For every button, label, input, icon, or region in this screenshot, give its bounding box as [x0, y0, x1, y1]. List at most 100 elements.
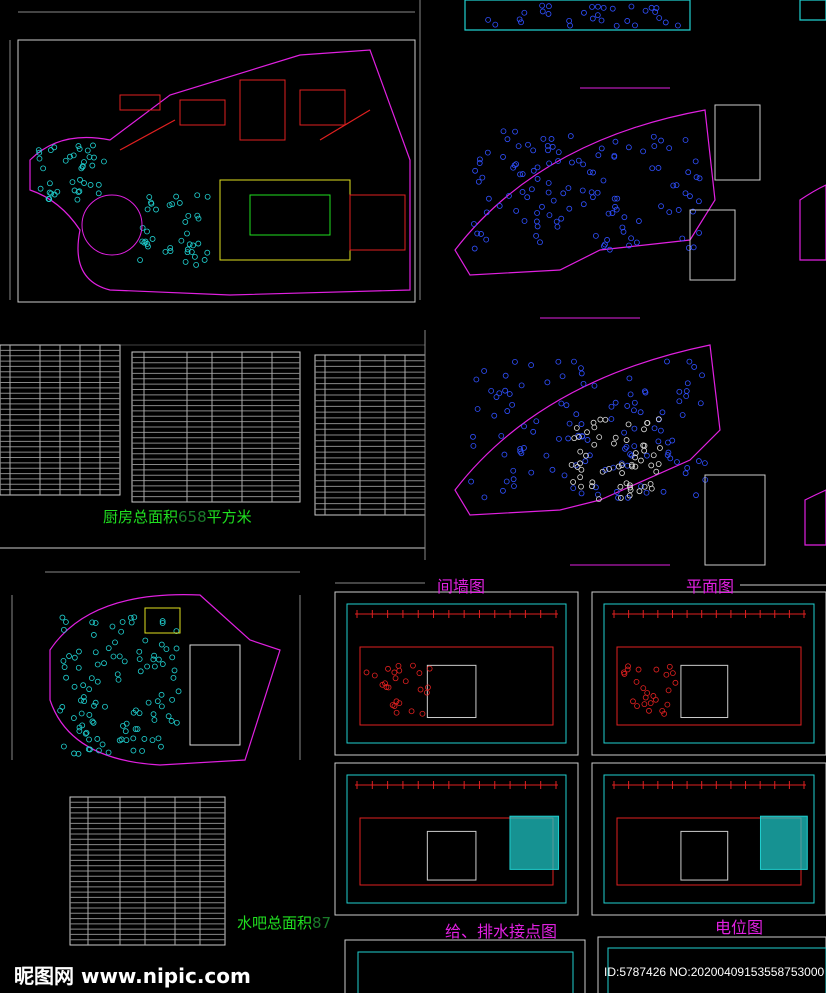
arc-seating — [529, 187, 534, 192]
arc-seating — [593, 233, 598, 238]
bar-seating — [102, 661, 107, 666]
seating — [196, 241, 201, 246]
arc-seating — [482, 368, 487, 373]
bar-seating — [93, 620, 98, 625]
equipment-labels — [611, 441, 616, 446]
arc-seating — [700, 373, 705, 378]
arc-seating — [581, 381, 586, 386]
bar-seating — [63, 620, 68, 625]
arc-seating — [546, 181, 551, 186]
partition-sheet-fixtures — [425, 685, 430, 690]
partition-sheet-fixtures — [372, 673, 377, 678]
seating — [590, 16, 595, 21]
partition-sheet-fixtures — [418, 687, 423, 692]
bar-seating — [93, 650, 98, 655]
bar-seating — [166, 714, 171, 719]
arc-seating — [667, 146, 672, 151]
seating — [643, 8, 648, 13]
seating — [37, 156, 42, 161]
partition-sheet-fixtures — [393, 676, 398, 681]
bar-seating — [156, 736, 161, 741]
arc-seating — [574, 412, 579, 417]
arc-seating — [500, 488, 505, 493]
arc-seating — [628, 392, 633, 397]
arc-seating — [697, 176, 702, 181]
bar-seating — [95, 736, 100, 741]
bar-seating — [123, 729, 128, 734]
arc-seating — [680, 413, 685, 418]
arc-seating — [482, 495, 487, 500]
bar-seating — [150, 738, 155, 743]
equipment-labels — [613, 435, 618, 440]
seating — [41, 166, 46, 171]
seating — [195, 213, 200, 218]
plan-sheet-fixtures — [626, 664, 631, 669]
arc-seating — [677, 389, 682, 394]
seating — [522, 10, 527, 15]
seating — [205, 250, 210, 255]
bar-seating — [111, 654, 116, 659]
arc-seating — [554, 219, 559, 224]
partition-sheet-fixtures — [397, 668, 402, 673]
arc-seating — [520, 189, 525, 194]
arc-seating — [579, 491, 584, 496]
bar-seating — [81, 683, 86, 688]
arc-seating — [676, 207, 681, 212]
bar-seating — [140, 748, 145, 753]
bar-seating — [145, 664, 150, 669]
seating — [195, 193, 200, 198]
arc-seating — [691, 245, 696, 250]
bar-seating — [71, 716, 76, 721]
plan-sheet-fixtures — [636, 667, 641, 672]
equipment-labels — [651, 453, 656, 458]
arc-seating — [651, 134, 656, 139]
seating — [147, 195, 152, 200]
equipment-labels — [656, 462, 661, 467]
seating — [179, 238, 184, 243]
equipment-labels — [598, 417, 603, 422]
equipment-labels — [654, 469, 659, 474]
bar-seating — [171, 675, 176, 680]
floor-plan-frame — [18, 40, 415, 302]
bar-seating — [100, 742, 105, 747]
equipment-labels — [637, 489, 642, 494]
bar-seating — [115, 672, 120, 677]
arc-seating — [547, 161, 552, 166]
bar-seating — [67, 654, 72, 659]
arc-seating — [650, 166, 655, 171]
plan-sheet-fixtures — [670, 671, 675, 676]
arc-seating — [534, 219, 539, 224]
seating — [145, 207, 150, 212]
equipment-labels — [578, 475, 583, 480]
partition-sheet-fixtures — [364, 670, 369, 675]
seating — [101, 159, 106, 164]
arc-seating — [469, 479, 474, 484]
arc-seating — [622, 215, 627, 220]
seating — [47, 190, 52, 195]
arc-seating — [556, 359, 561, 364]
arc-seating — [656, 165, 661, 170]
bar-seating — [132, 615, 137, 620]
equipment-labels — [585, 430, 590, 435]
seating — [47, 181, 52, 186]
arc-seating — [658, 428, 663, 433]
sheet-title-plumbing: 给、排水接点图 — [445, 918, 557, 942]
seating — [90, 143, 95, 148]
arc-seating — [547, 213, 552, 218]
arc-seating — [590, 195, 595, 200]
arc-seating — [497, 391, 502, 396]
arc-seating — [685, 465, 690, 470]
bar-seating — [72, 655, 77, 660]
arc-seating — [485, 150, 490, 155]
plan-sheet-fixtures — [648, 701, 653, 706]
arc-seating — [702, 461, 707, 466]
arc-seating — [475, 406, 480, 411]
arc-seating — [569, 160, 574, 165]
arc-seating — [571, 486, 576, 491]
bar-seating — [143, 638, 148, 643]
arc-seating — [473, 168, 478, 173]
bar-seating — [137, 711, 142, 716]
arc-seating — [668, 456, 673, 461]
bar-seating — [155, 699, 160, 704]
seating — [140, 225, 145, 230]
